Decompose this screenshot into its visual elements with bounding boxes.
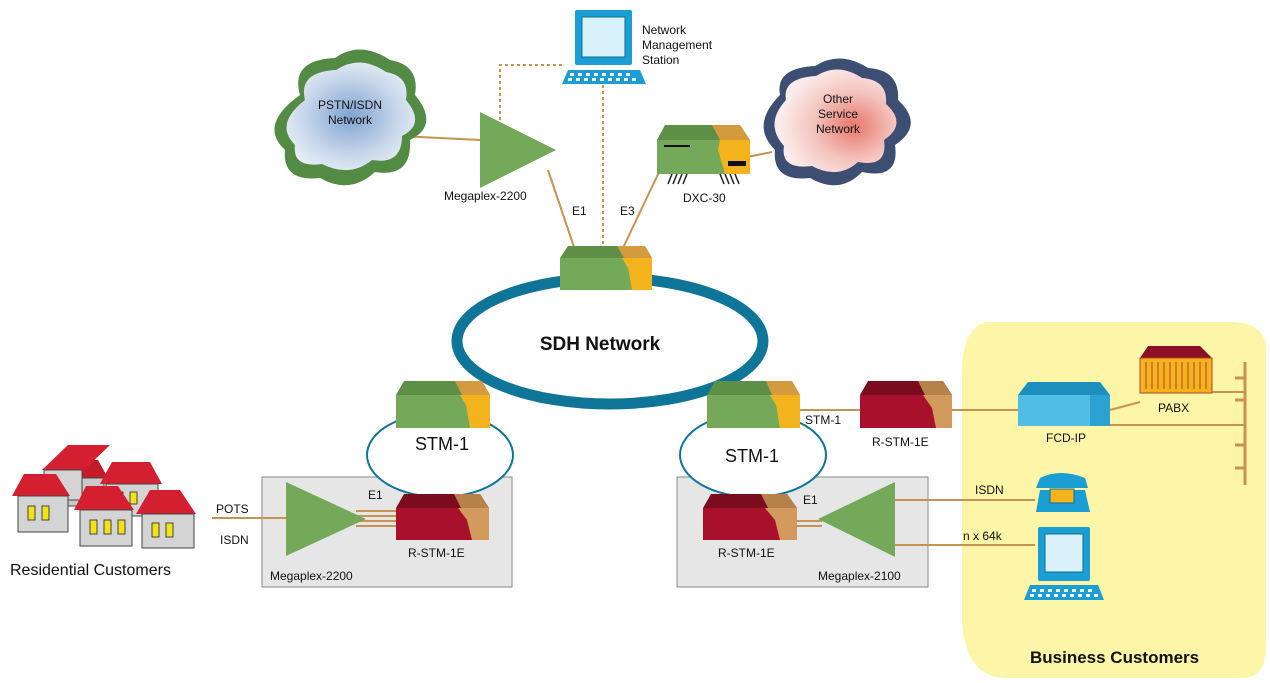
network-management-station-icon — [562, 10, 646, 84]
dxc-30-unit — [657, 125, 750, 185]
terminal-computer-icon — [1024, 527, 1104, 600]
other-cloud-label-3: Network — [816, 122, 861, 136]
nms-label-1: Network — [642, 23, 687, 37]
nms-label-2: Management — [642, 38, 713, 52]
r-stm-1e-unit-left — [396, 494, 489, 540]
pabx-unit — [1139, 346, 1213, 394]
megaplex-2100-box-label: Megaplex-2100 — [818, 569, 901, 583]
dxc-30-label: DXC-30 — [683, 191, 726, 205]
pstn-cloud-label-1: PSTN/ISDN — [318, 98, 382, 112]
pstn-isdn-cloud: PSTN/ISDN Network — [274, 49, 427, 186]
management-links — [499, 64, 604, 250]
megaplex-2200-box-label: Megaplex-2200 — [270, 569, 353, 583]
nms-label-3: Station — [642, 53, 679, 67]
megaplex-2200-top-label: Megaplex-2200 — [444, 189, 527, 203]
stm1-ring-right-label: STM-1 — [725, 446, 779, 466]
sdh-network-label: SDH Network — [540, 334, 661, 355]
fcd-ip-label: FCD-IP — [1046, 431, 1086, 445]
r-stm-1e-right-label: R-STM-1E — [718, 546, 775, 560]
r-stm-1e-right-top-label: R-STM-1E — [872, 435, 929, 449]
sdh-mux-right — [707, 381, 800, 428]
r-stm-1e-unit-right-top — [860, 381, 952, 428]
business-customers-label: Business Customers — [1030, 648, 1199, 667]
e1-top-label: E1 — [572, 204, 587, 218]
residential-houses-icon — [12, 445, 196, 549]
isdn-telephone-icon — [1036, 473, 1090, 512]
fcd-ip-unit — [1018, 382, 1110, 426]
pabx-bus — [1235, 362, 1247, 485]
pstn-cloud-label-2: Network — [328, 113, 373, 127]
other-cloud-label-1: Other — [823, 92, 853, 106]
sdh-mux-top — [560, 246, 652, 290]
isdn-left-label: ISDN — [220, 533, 249, 547]
stm1-ring-left-label: STM-1 — [415, 434, 469, 454]
r-stm-1e-unit-right — [703, 494, 797, 540]
pabx-label: PABX — [1158, 401, 1189, 415]
r-stm-1e-left-label: R-STM-1E — [408, 546, 465, 560]
other-cloud-label-2: Service — [818, 107, 858, 121]
pots-label: POTS — [216, 502, 249, 516]
e3-top-label: E3 — [620, 204, 635, 218]
isdn-right-label: ISDN — [975, 483, 1004, 497]
megaplex-2100-triangle — [818, 482, 895, 557]
links — [212, 135, 1245, 546]
nx64k-label: n x 64k — [963, 529, 1003, 543]
other-service-cloud: Other Service Network — [763, 58, 911, 186]
stm1-link-label: STM-1 — [805, 413, 841, 427]
e1-right-label: E1 — [803, 493, 818, 507]
e1-left-label: E1 — [368, 488, 383, 502]
sdh-mux-left — [396, 381, 490, 428]
megaplex-2200-top-triangle — [480, 112, 556, 188]
megaplex-2200-triangle — [286, 482, 366, 556]
residential-customers-label: Residential Customers — [10, 562, 171, 579]
